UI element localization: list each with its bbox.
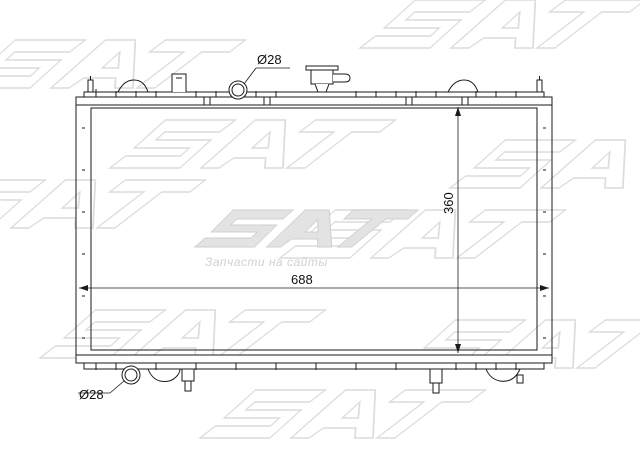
watermark-center-logo: Запчасти на сайты xyxy=(193,209,420,269)
bottom-tank xyxy=(75,354,553,394)
watermark-logo xyxy=(357,0,640,49)
top-tank xyxy=(75,65,553,106)
watermark-logo xyxy=(37,309,328,359)
watermark-logo xyxy=(197,389,488,439)
bottom-port-diameter-label: Ø28 xyxy=(79,387,104,402)
watermark-slogan: Запчасти на сайты xyxy=(205,255,328,269)
width-dimension-label: 688 xyxy=(291,272,313,287)
dimension-lines xyxy=(78,67,549,394)
watermark-logo xyxy=(447,139,627,189)
watermark-pattern xyxy=(0,0,640,439)
watermark-logo xyxy=(0,179,208,229)
watermark-logo xyxy=(0,39,248,89)
watermark-logo xyxy=(107,119,398,169)
radiator xyxy=(75,65,553,394)
height-dimension-label: 360 xyxy=(441,192,456,214)
top-port-diameter-label: Ø28 xyxy=(257,52,282,67)
